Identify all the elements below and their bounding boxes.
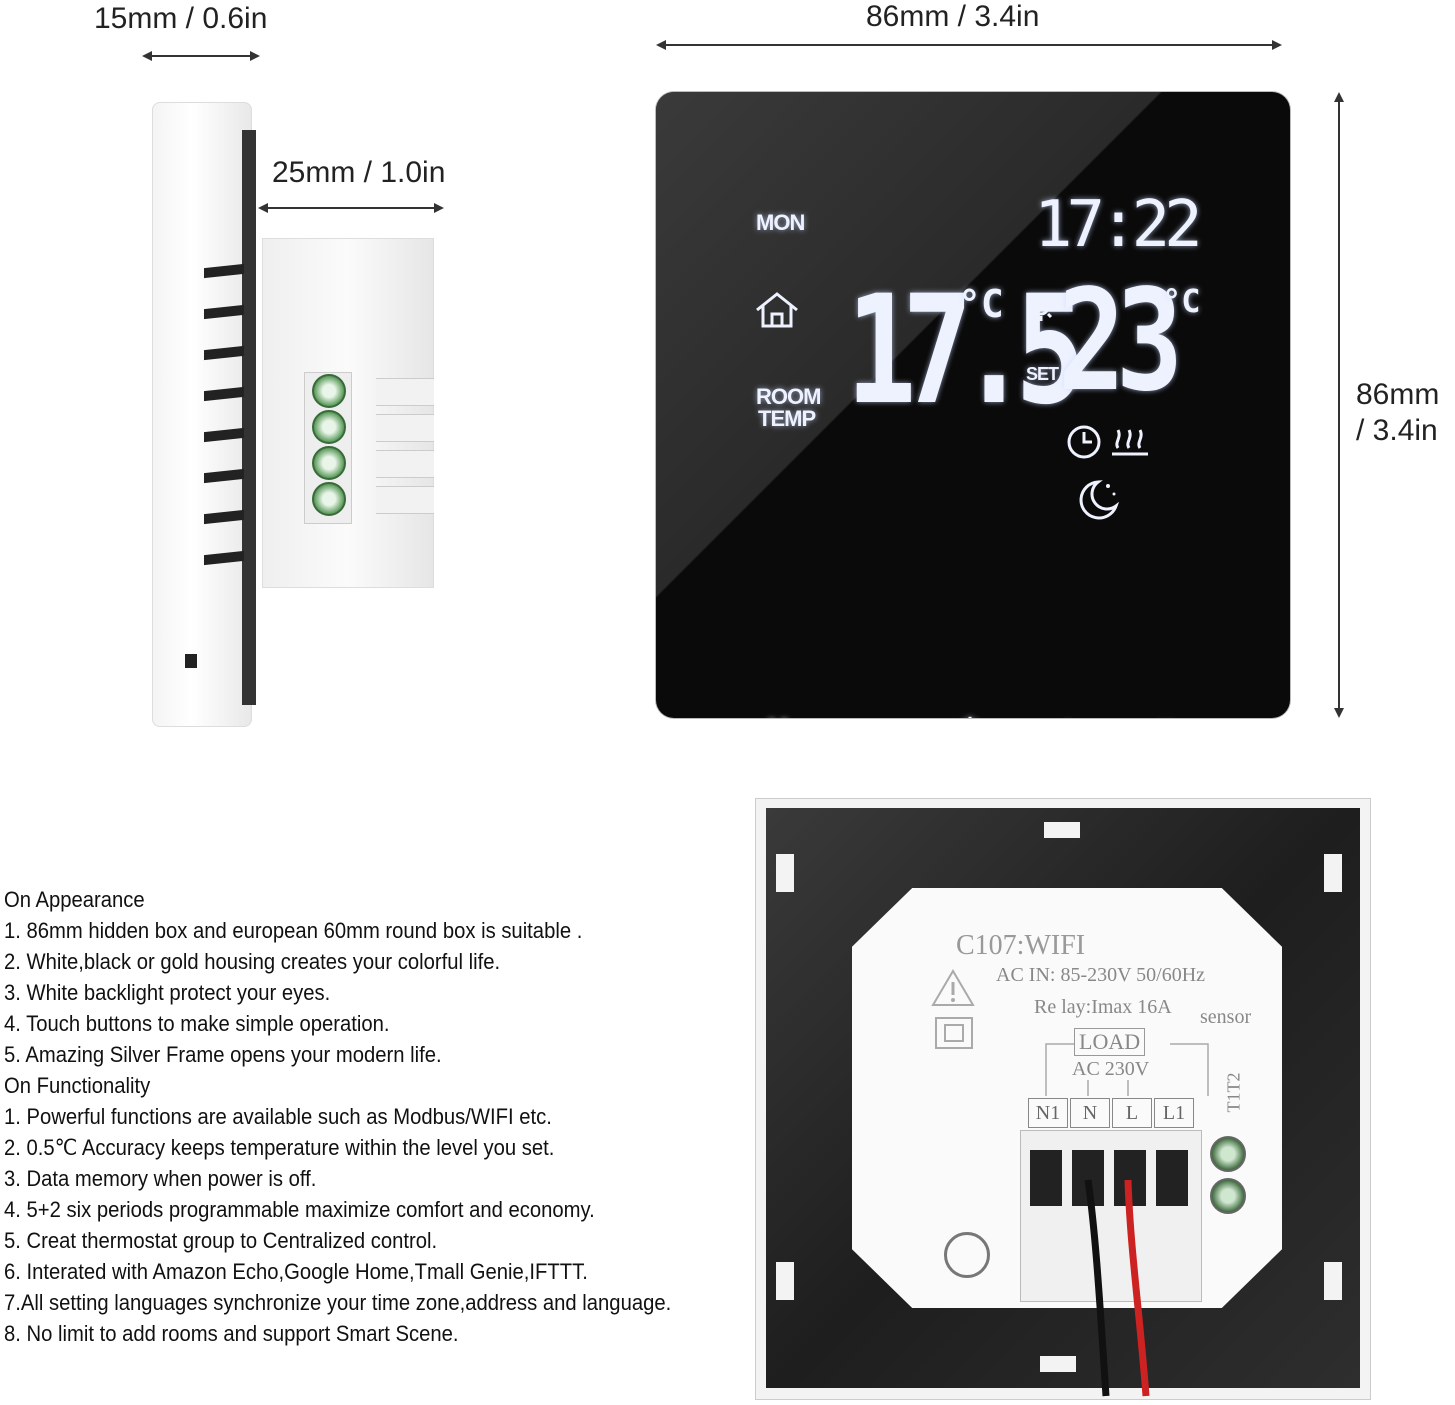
- terminal-label-l1: L1: [1154, 1098, 1194, 1128]
- mode-button[interactable]: M: [758, 708, 798, 718]
- wiring-diagram: [1045, 1043, 1209, 1096]
- day-label: MON: [756, 210, 805, 235]
- cooling-fin: [376, 378, 434, 406]
- front-display-panel: MON 17:22 ROOM TEMP 17.5 °C SET 23 °C: [656, 92, 1290, 718]
- relay-rating: Re lay:Imax 16A: [1034, 996, 1172, 1018]
- arrow-left-icon: [656, 40, 666, 50]
- mount-tab: [1324, 854, 1342, 892]
- home-icon: [756, 292, 798, 328]
- appearance-item: 5. Amazing Silver Frame opens your moder…: [4, 1042, 442, 1067]
- sensor-label: sensor: [1200, 1006, 1252, 1028]
- schedule-button[interactable]: ◔: [852, 708, 892, 718]
- height-dimension-line2: / 3.4in: [1356, 414, 1438, 447]
- cooling-fin: [376, 414, 434, 442]
- cooling-fin: [376, 450, 434, 478]
- functionality-item: 2. 0.5℃ Accuracy keeps temperature withi…: [4, 1135, 555, 1160]
- down-button[interactable]: ∨: [1146, 708, 1186, 718]
- terminal-slot: [1156, 1150, 1188, 1206]
- arrow-right-icon: [250, 51, 260, 61]
- arrow-right-icon: [434, 203, 444, 213]
- arrow-right-icon: [1272, 40, 1282, 50]
- arrow-up-icon: [1334, 92, 1344, 102]
- clock-time: 17:22: [1034, 188, 1203, 262]
- model-label: C107:WIFI: [956, 930, 1086, 961]
- power-rating: AC IN: 85-230V 50/60Hz: [996, 964, 1206, 986]
- sleep-moon-icon: [1079, 480, 1120, 520]
- room-label-line1: ROOM: [756, 384, 821, 409]
- height-line: [1338, 96, 1340, 714]
- sensor-terminals: T1T2: [1223, 1072, 1244, 1113]
- side-indicator: [185, 654, 197, 668]
- set-label: SET: [1026, 364, 1059, 384]
- appearance-item: 4. Touch buttons to make simple operatio…: [4, 1011, 390, 1036]
- functionality-item: 5. Creat thermostat group to Centralized…: [4, 1228, 438, 1253]
- arrow-down-icon: [1334, 708, 1344, 718]
- power-wires: [1084, 1179, 1150, 1397]
- depth-back-line: [262, 207, 438, 209]
- appearance-item: 2. White,black or gold housing creates y…: [4, 949, 501, 974]
- functionality-item: 8. No limit to add rooms and support Sma…: [4, 1321, 459, 1346]
- functionality-item: 3. Data memory when power is off.: [4, 1166, 317, 1191]
- arrow-left-icon: [142, 51, 152, 61]
- terminal-label-n: N: [1070, 1098, 1110, 1128]
- functionality-heading: On Functionality: [4, 1073, 151, 1098]
- heating-icon: [1112, 429, 1148, 456]
- terminal-slot: [1030, 1150, 1062, 1206]
- terminal-label-l: L: [1112, 1098, 1152, 1128]
- sensor-screw-icon: [1210, 1178, 1246, 1214]
- appearance-item: 1. 86mm hidden box and european 60mm rou…: [4, 918, 583, 943]
- depth-back-dimension: 25mm / 1.0in: [272, 156, 446, 189]
- terminal-screw-icon: [312, 410, 346, 444]
- load-label: LOAD: [1074, 1028, 1146, 1056]
- terminal-label-n1: N1: [1028, 1098, 1068, 1128]
- functionality-item: 1. Powerful functions are available such…: [4, 1104, 552, 1129]
- mount-tab: [776, 854, 794, 892]
- mount-tab: [776, 1262, 794, 1300]
- set-temperature: 23: [1058, 260, 1183, 423]
- width-dimension: 86mm / 3.4in: [866, 0, 1040, 33]
- room-temperature: 17.5: [846, 264, 1086, 438]
- sun-icon: [1027, 293, 1055, 321]
- terminal-screw-icon: [312, 446, 346, 480]
- arrow-left-icon: [258, 203, 268, 213]
- mount-tab: [1044, 822, 1080, 838]
- specifications: On Appearance 1. 86mm hidden box and eur…: [4, 884, 694, 1349]
- warning-icon: [931, 969, 975, 1006]
- ac-voltage-label: AC 230V: [1072, 1058, 1150, 1080]
- appearance-item: 3. White backlight protect your eyes.: [4, 980, 331, 1005]
- width-line: [660, 44, 1276, 46]
- glass-glare: [656, 92, 1290, 718]
- functionality-item: 6. Interated with Amazon Echo,Google Hom…: [4, 1259, 588, 1284]
- side-faceplate: [152, 102, 252, 727]
- side-glass-edge: [242, 130, 256, 705]
- mount-tab: [1324, 1262, 1342, 1300]
- cooling-fin: [376, 486, 434, 514]
- appearance-heading: On Appearance: [4, 887, 145, 912]
- room-label-line2: TEMP: [758, 406, 816, 431]
- double-insulation-icon: [935, 1017, 973, 1049]
- sensor-screw-icon: [1210, 1136, 1246, 1172]
- height-dimension-line1: 86mm: [1356, 378, 1440, 411]
- functionality-item: 4. 5+2 six periods programmable maximize…: [4, 1197, 595, 1222]
- schedule-clock-icon: [1067, 425, 1101, 459]
- depth-front-dimension: 15mm / 0.6in: [94, 2, 268, 35]
- depth-front-line: [146, 55, 252, 57]
- terminal-screw-icon: [312, 374, 346, 408]
- power-button[interactable]: ⏻: [950, 708, 990, 718]
- terminal-screw-icon: [312, 482, 346, 516]
- functionality-item: 7.All setting languages synchronize your…: [4, 1290, 672, 1315]
- up-button[interactable]: ∧: [1048, 708, 1088, 718]
- mount-tab: [1040, 1356, 1076, 1372]
- set-temp-unit: °C: [1162, 282, 1201, 320]
- reset-hole: [944, 1232, 990, 1278]
- room-temp-unit: °C: [958, 282, 1004, 326]
